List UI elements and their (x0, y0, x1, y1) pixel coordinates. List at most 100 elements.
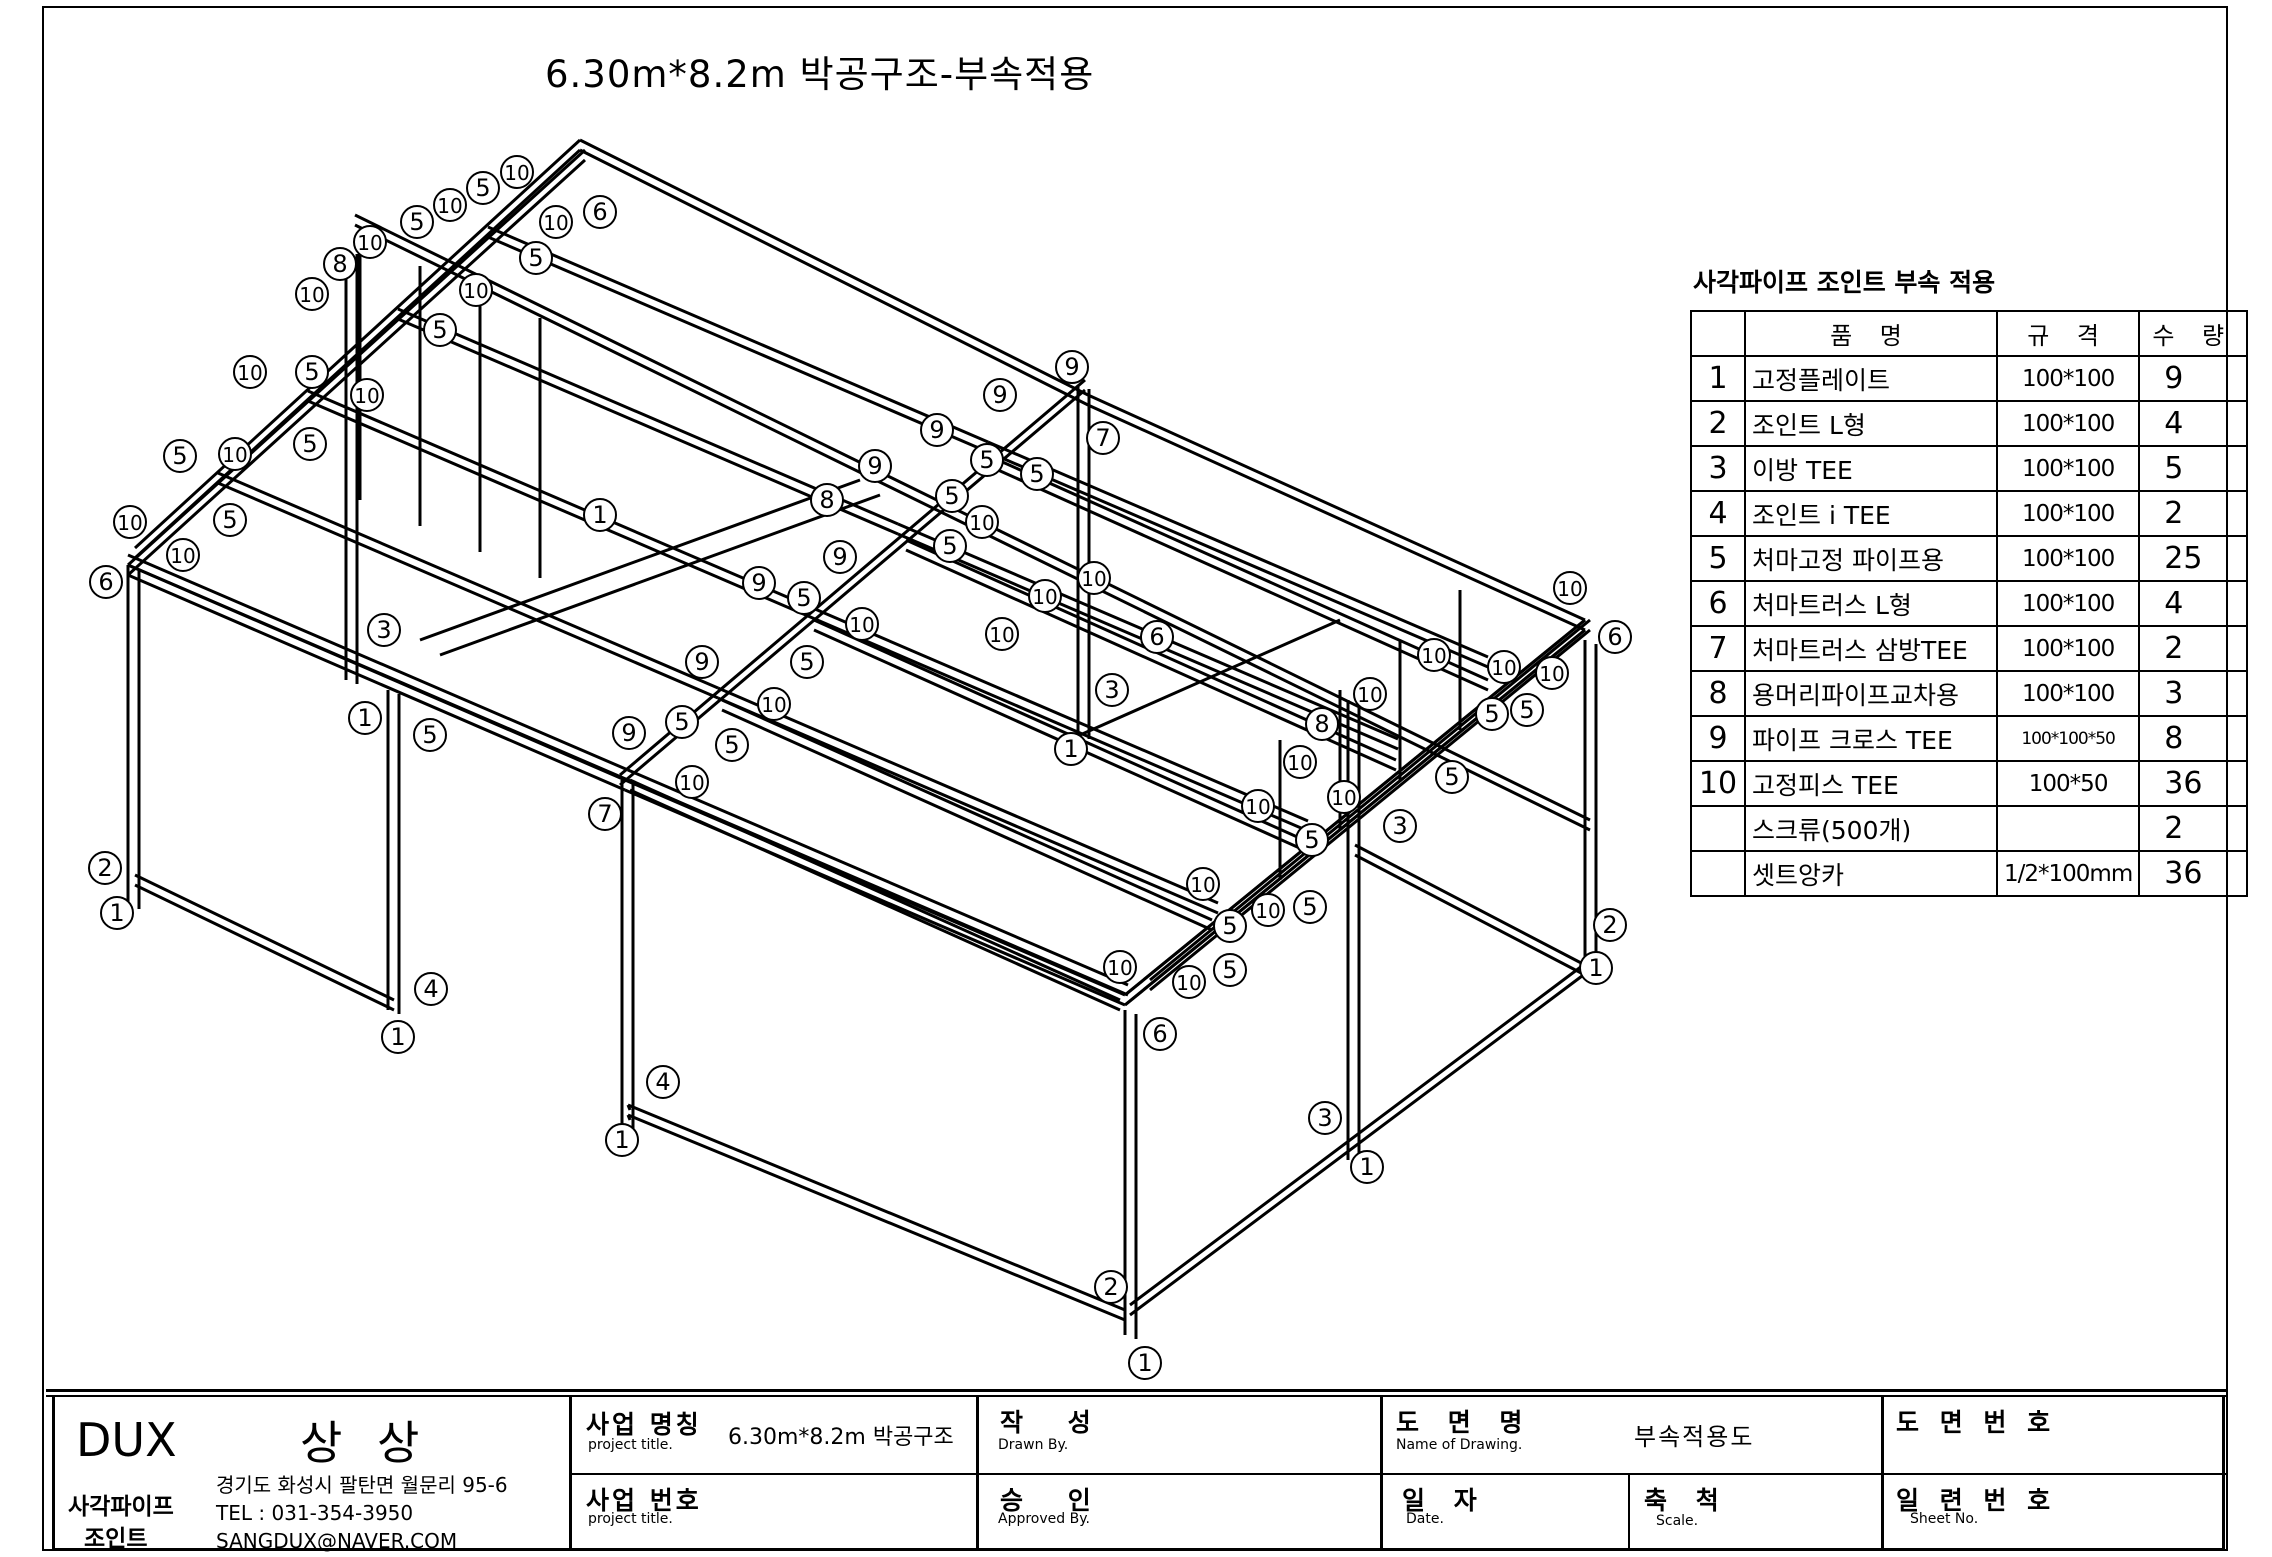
part-spec: 100*100 (1995, 535, 2141, 582)
callout-number: 3 (1317, 1104, 1332, 1132)
callout-circle (1293, 890, 1327, 924)
divider-4 (1628, 1475, 1630, 1551)
callout-number: 10 (237, 361, 262, 385)
divider-2 (976, 1395, 979, 1551)
roof-purlin-front-0 (629, 778, 1121, 1002)
callout-circle (985, 617, 1019, 651)
part-spec: 100*100 (1995, 355, 2141, 402)
part-qty: 5 (2138, 445, 2249, 492)
part-name: 조인트 i TEE (1744, 490, 1998, 537)
company-name: 상 상 (300, 1416, 430, 1470)
eave-rear-right (1087, 403, 1586, 632)
callout-number: 10 (354, 384, 379, 408)
roof-purlin-left-2 (307, 399, 809, 618)
drawing-title: 6.30m*8.2m 박공구조-부속적용 (545, 53, 1095, 96)
callout-circle (1094, 1270, 1128, 1304)
callout-circle (1383, 809, 1417, 843)
base-beam-left (134, 883, 395, 1012)
roof-purlin-right-4 (987, 450, 1489, 669)
callout-number: 10 (1539, 662, 1564, 686)
callout-circle (583, 498, 617, 532)
callout-number: 1 (1359, 1153, 1374, 1181)
base-beam-right (1129, 968, 1591, 1317)
callout-number: 10 (1176, 971, 1201, 995)
part-spec: 100*50 (1995, 760, 2141, 807)
callout-number: 10 (1245, 795, 1270, 819)
callout-circle (715, 728, 749, 762)
header-name: 품 명 (1744, 310, 1998, 357)
roof-purlin-left-2 (307, 389, 809, 608)
callout-number: 5 (432, 316, 447, 344)
roof-purlin-left-1 (217, 471, 719, 690)
callout-number: 1 (357, 704, 372, 732)
callout-number: 5 (1222, 956, 1237, 984)
callout-circle (1143, 1017, 1177, 1051)
callout-number: 10 (1032, 585, 1057, 609)
scale-sub: Scale. (1656, 1513, 1699, 1529)
roof-purlin-right-2 (807, 604, 1309, 823)
callout-number: 1 (614, 1126, 629, 1154)
roof-purlin-right-1 (717, 686, 1219, 905)
callout-circle (233, 355, 267, 389)
callout-circle (858, 449, 892, 483)
project-name-value: 6.30m*8.2m 박공구조 (728, 1425, 954, 1450)
ridge-line-rear (579, 138, 1089, 397)
parts-table-header: 품 명 규 격 수 량 (1690, 310, 2249, 357)
callout-circle (100, 896, 134, 930)
part-no: 6 (1690, 580, 1746, 627)
part-spec: 100*100 (1995, 580, 2141, 627)
roof-purlin-left-4 (487, 225, 989, 444)
callout-number: 7 (597, 800, 612, 828)
roof-purlin-right-0 (627, 768, 1129, 987)
roof-purlin-front-1 (721, 708, 1213, 932)
header-no (1690, 310, 1746, 357)
callout-circle (1186, 867, 1220, 901)
callout-circle (1417, 638, 1451, 672)
callout-circle (466, 171, 500, 205)
callout-circle (400, 205, 434, 239)
part-qty: 36 (2138, 760, 2249, 807)
callout-circle (1213, 909, 1247, 943)
base-joint (626, 1104, 632, 1111)
callout-number: 6 (1152, 1020, 1167, 1048)
callout-number: 5 (222, 506, 237, 534)
title-block-top-line-2 (46, 1395, 2228, 1397)
callout-number: 6 (98, 568, 113, 596)
callout-number: 5 (944, 482, 959, 510)
callout-number: 10 (969, 511, 994, 535)
part-name: 스크류(500개) (1744, 805, 1998, 852)
part-name: 처마트러스 L형 (1744, 580, 1998, 627)
gable-rafter-left-2 (126, 158, 587, 577)
part-name: 처마트러스 삼방TEE (1744, 625, 1998, 672)
callout-circle (1435, 760, 1469, 794)
callout-circle (1598, 620, 1632, 654)
callout-circle (1487, 650, 1521, 684)
callout-circle (1095, 673, 1129, 707)
part-qty: 25 (2138, 535, 2249, 582)
callout-circle (742, 566, 776, 600)
company-email: SANGDUX@NAVER.COM (216, 1529, 458, 1553)
drawing-number-label: 도 면 번 호 (1896, 1408, 2057, 1437)
callout-circle (539, 205, 573, 239)
callout-circle (1510, 693, 1544, 727)
callout-circle (1077, 561, 1111, 595)
callout-number: 5 (942, 532, 957, 560)
base-beam-front (627, 1113, 1126, 1322)
callout-circle (757, 687, 791, 721)
part-qty: 3 (2138, 670, 2249, 717)
roof-purlin-left-1 (217, 481, 719, 700)
part-no: 1 (1690, 355, 1746, 402)
part-qty: 2 (2138, 490, 2249, 537)
callout-number: 10 (1287, 751, 1312, 775)
callout-number: 5 (724, 731, 739, 759)
roof-purlin-left-0 (127, 563, 629, 782)
header-qty: 수 량 (2138, 310, 2249, 357)
callout-circle (519, 241, 553, 275)
parts-row: 스크류(500개)2 (1690, 805, 2249, 852)
callout-number: 10 (1081, 567, 1106, 591)
callout-circle (1020, 457, 1054, 491)
